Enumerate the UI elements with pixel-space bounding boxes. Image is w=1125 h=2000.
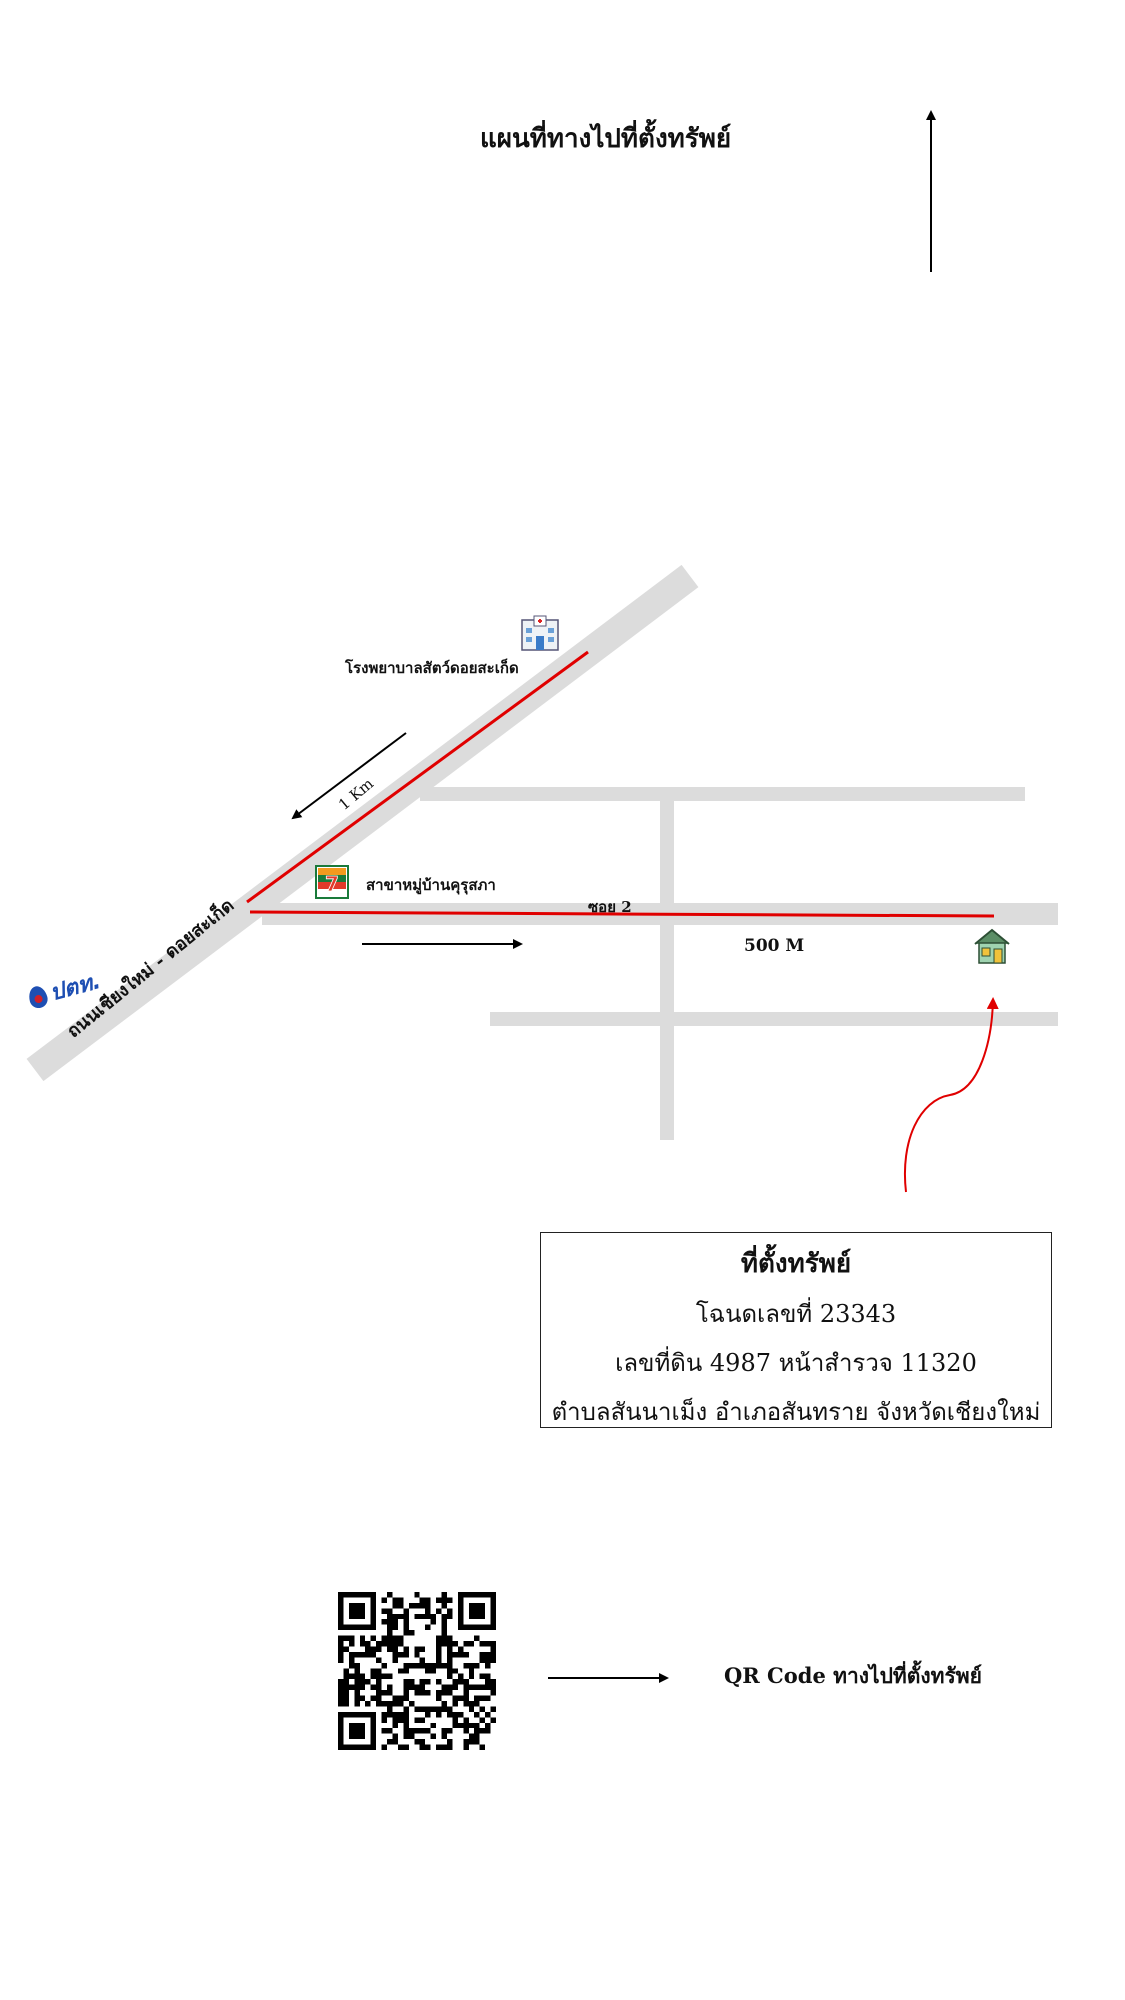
hospital-icon (521, 615, 559, 651)
road-network (26, 564, 1058, 1140)
property-deed: โฉนดเลขที่ 23343 (695, 1300, 897, 1328)
direction-arrow-main (291, 732, 407, 820)
convenience-store-icon: 7 (315, 865, 349, 899)
store-label: สาขาหมู่บ้านคุรุสภา (366, 876, 496, 894)
property-land: เลขที่ดิน 4987 หน้าสำรวจ 11320 (615, 1349, 977, 1377)
distance-soi: 500 M (744, 936, 805, 956)
hospital-label: โรงพยาบาลสัตว์ดอยสะเก็ด (345, 659, 519, 677)
property-info-box: ที่ตั้งทรัพย์ โฉนดเลขที่ 23343 เลขที่ดิน… (540, 1232, 1052, 1428)
soi-label: ซอย 2 (588, 898, 632, 916)
page-title: แผนที่ทางไปที่ตั้งทรัพย์ (480, 124, 732, 154)
property-location: ตำบลสันนาเม็ง อำเภอสันทราย จังหวัดเชียงใ… (551, 1398, 1041, 1426)
route-path (246, 650, 995, 918)
svg-text:7: 7 (325, 872, 339, 896)
pointer-arrow (904, 997, 999, 1193)
qr-label: QR Code ทางไปที่ตั้งทรัพย์ (724, 1663, 982, 1688)
qr-code[interactable] (338, 1592, 496, 1750)
property-heading: ที่ตั้งทรัพย์ (740, 1249, 852, 1279)
house-icon (974, 928, 1010, 964)
